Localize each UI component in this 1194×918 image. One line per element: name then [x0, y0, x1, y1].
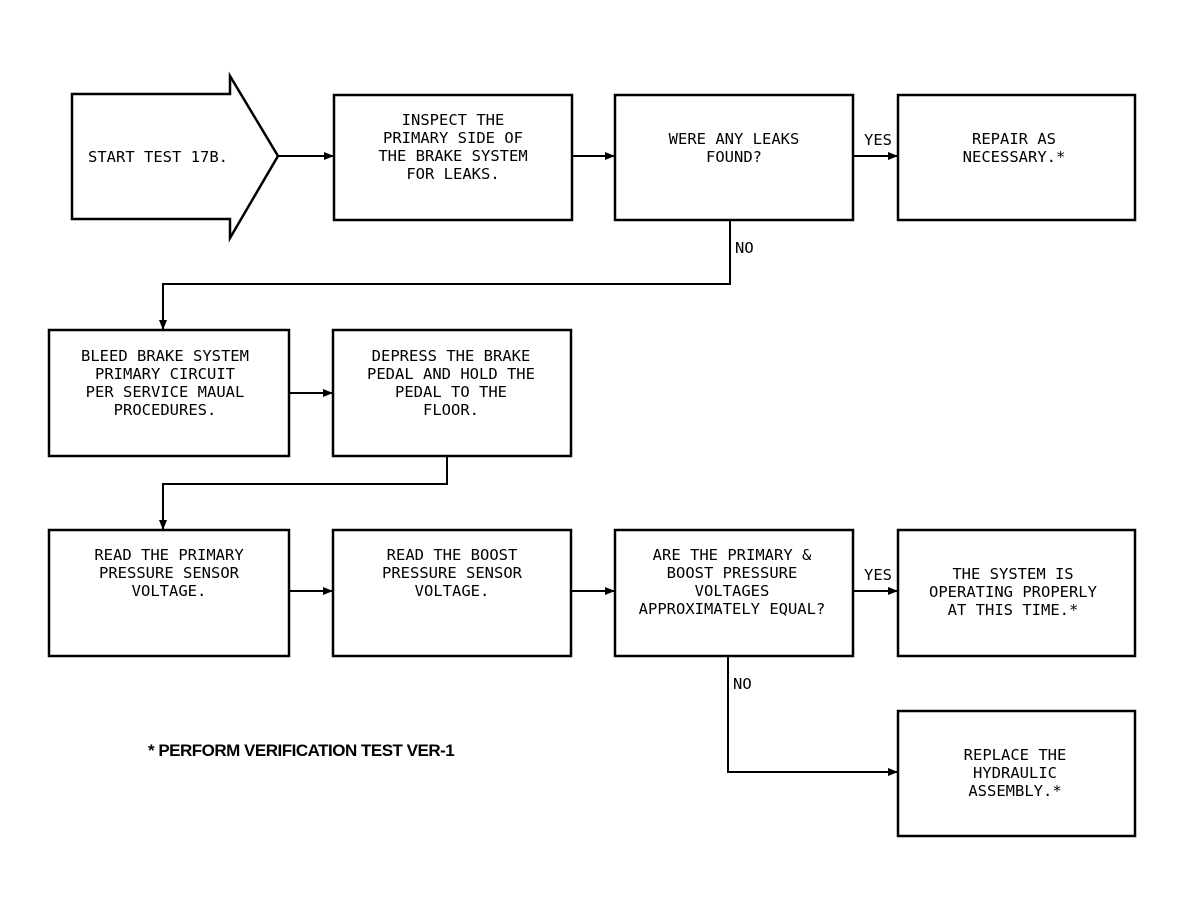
replace-line: ASSEMBLY.*: [968, 782, 1061, 800]
equal-decision-box: [613, 528, 855, 658]
repair-line: REPAIR AS: [972, 130, 1056, 148]
operating-line: THE SYSTEM IS: [952, 565, 1073, 583]
depress-box: [331, 328, 573, 458]
replace-line: HYDRAULIC: [973, 764, 1057, 782]
equal-decision-line: APPROXIMATELY EQUAL?: [639, 600, 826, 618]
depress-line: PEDAL TO THE: [395, 383, 507, 401]
yes-label-leaks: YES: [864, 131, 892, 149]
inspect-line: THE BRAKE SYSTEM: [378, 147, 527, 165]
bleed-line: PRIMARY CIRCUIT: [95, 365, 235, 383]
repair-box: [896, 93, 1137, 222]
inspect-line: FOR LEAKS.: [406, 165, 499, 183]
depress-line: FLOOR.: [423, 401, 479, 419]
no-label-equal: NO: [733, 675, 752, 693]
operating-line: AT THIS TIME.*: [948, 601, 1079, 619]
replace-line: REPLACE THE: [964, 746, 1067, 764]
depress-line: PEDAL AND HOLD THE: [367, 365, 535, 383]
read-primary-line: PRESSURE SENSOR: [99, 564, 240, 582]
start-line: START TEST 17B.: [88, 148, 228, 166]
arrow-leaks-no-to-bleed: [159, 220, 731, 330]
equal-decision-line: ARE THE PRIMARY &: [653, 546, 812, 564]
bleed-line: PROCEDURES.: [114, 401, 217, 419]
start-text: START TEST 17B.: [88, 148, 228, 166]
operating-line: OPERATING PROPERLY: [929, 583, 1098, 601]
start-arrow-shape: [70, 71, 280, 243]
arrow-equal-no-to-replace: [727, 656, 898, 776]
leaks-decision-line: FOUND?: [706, 148, 762, 166]
read-primary-line: READ THE PRIMARY: [94, 546, 244, 564]
equal-decision-line: VOLTAGES: [695, 582, 770, 600]
read-boost-line: READ THE BOOST: [387, 546, 518, 564]
inspect-box: [332, 93, 574, 222]
read-boost-line: VOLTAGE.: [415, 582, 490, 600]
footnote: * PERFORM VERIFICATION TEST VER-1: [148, 741, 454, 760]
leaks-decision-box: [613, 93, 855, 222]
leaks-decision-line: WERE ANY LEAKS: [669, 130, 800, 148]
read-boost-line: PRESSURE SENSOR: [382, 564, 523, 582]
equal-decision-line: BOOST PRESSURE: [667, 564, 798, 582]
bleed-line: BLEED BRAKE SYSTEM: [81, 347, 249, 365]
arrow-depress-to-read-primary: [159, 456, 448, 530]
repair-line: NECESSARY.*: [963, 148, 1066, 166]
inspect-line: PRIMARY SIDE OF: [383, 129, 523, 147]
depress-line: DEPRESS THE BRAKE: [372, 347, 531, 365]
read-primary-line: VOLTAGE.: [132, 582, 207, 600]
yes-label-equal: YES: [864, 566, 892, 584]
read-primary-box: [47, 528, 291, 658]
no-label-leaks: NO: [735, 239, 754, 257]
operating-box: [896, 528, 1137, 658]
replace-box: [896, 709, 1137, 838]
read-boost-box: [331, 528, 573, 658]
bleed-line: PER SERVICE MAUAL: [86, 383, 245, 401]
inspect-line: INSPECT THE: [402, 111, 505, 129]
